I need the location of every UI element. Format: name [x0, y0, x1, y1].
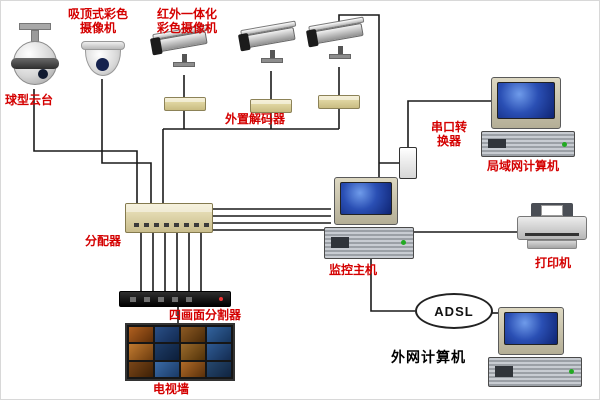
label-ceiling-camera: 吸顶式彩色 摄像机 — [67, 7, 128, 36]
ceiling-dome-camera-icon — [81, 41, 125, 81]
ptz-dome-camera-icon — [11, 23, 59, 91]
tv-cell — [155, 327, 179, 343]
printer-device — [517, 203, 587, 253]
lan-computer-case — [481, 131, 575, 157]
label-tv-wall: 电视墙 — [153, 382, 190, 396]
tv-cell — [181, 327, 205, 343]
label-decoder: 外置解码器 — [225, 112, 286, 126]
power-led — [401, 240, 406, 245]
tv-cell — [129, 327, 153, 343]
connection-line — [370, 259, 415, 312]
distributor-device — [125, 203, 213, 233]
ptz-band — [11, 58, 59, 69]
quad-splitter-device — [119, 291, 231, 307]
tv-cell — [129, 344, 153, 360]
serial-converter-device — [399, 147, 417, 179]
connection-line — [407, 100, 491, 147]
drive-bay — [495, 366, 513, 378]
monitor-screen — [497, 82, 555, 119]
tv-cell — [129, 361, 153, 377]
camera-bracket — [182, 54, 187, 63]
decoder-box-2 — [250, 99, 292, 113]
camera-bracket — [270, 50, 275, 59]
label-distributor: 分配器 — [85, 234, 122, 248]
camera-bracket — [338, 46, 343, 55]
drive-bay — [331, 237, 349, 249]
monitor-host-case — [324, 227, 414, 259]
power-led — [569, 369, 574, 375]
printer-paper — [541, 205, 563, 216]
label-ir-camera: 红外一体化 彩色摄像机 — [156, 7, 217, 36]
label-serial-converter: 串口转 换器 — [430, 120, 467, 149]
external-computer-display — [498, 307, 564, 355]
tv-cell — [181, 344, 205, 360]
external-computer-case — [488, 357, 582, 387]
camera-stand — [173, 62, 195, 67]
label-lan-computer: 局域网计算机 — [487, 159, 560, 173]
tv-cell — [155, 361, 179, 377]
tv-cell — [207, 344, 231, 360]
label-ptz: 球型云台 — [5, 93, 54, 107]
label-external-computer: 外网计算机 — [391, 349, 466, 365]
camera-stand — [261, 58, 283, 63]
monitor-host-display — [334, 177, 398, 225]
camera-stand — [329, 54, 351, 59]
monitor-screen — [340, 182, 392, 215]
ir-bullet-camera-icon-3 — [305, 16, 371, 65]
tv-cell — [207, 361, 231, 377]
decoder-box-1 — [164, 97, 206, 111]
adsl-label: ADSL — [434, 303, 474, 319]
label-printer: 打印机 — [535, 256, 572, 270]
tv-cell — [155, 344, 179, 360]
tv-cell — [207, 327, 231, 343]
power-led — [219, 297, 223, 301]
ir-bullet-camera-icon-1 — [149, 24, 215, 73]
connection-line — [101, 79, 152, 203]
connection-line — [33, 89, 138, 203]
printer-tray — [527, 240, 577, 249]
adsl-node: ADSL — [415, 293, 493, 329]
drive-bay — [488, 139, 506, 149]
label-quad-splitter: 四画面分割器 — [169, 308, 242, 322]
ptz-lens — [38, 69, 48, 79]
decoder-box-3 — [318, 95, 360, 109]
tv-cell — [181, 361, 205, 377]
dome-lens — [96, 58, 109, 71]
quad-splitter-ports — [130, 297, 192, 302]
power-led — [562, 141, 567, 147]
monitor-screen — [504, 312, 558, 345]
label-monitor-host: 监控主机 — [329, 263, 378, 277]
printer-body — [517, 216, 587, 240]
distributor-ports — [134, 223, 209, 227]
lan-computer-display — [491, 77, 561, 129]
ir-bullet-camera-icon-2 — [237, 20, 303, 69]
tv-wall — [125, 323, 235, 381]
printer-output-slot — [525, 233, 579, 236]
ptz-mount-cap — [19, 23, 51, 30]
